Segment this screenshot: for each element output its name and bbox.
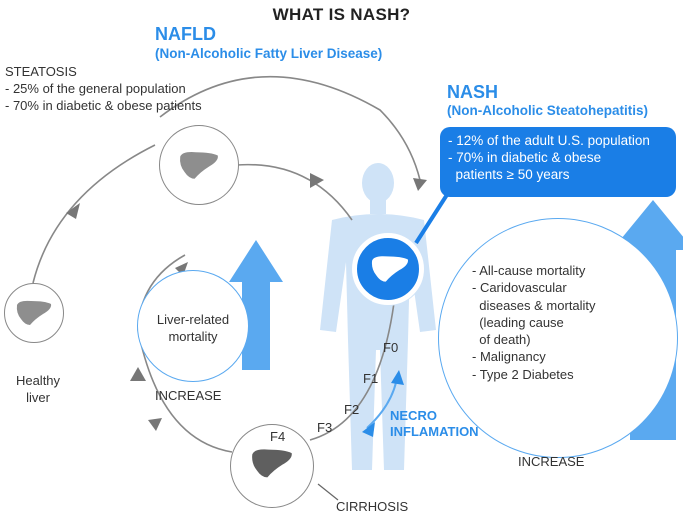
cycle-arrowhead [130, 367, 146, 381]
steatosis-line: - 70% in diabetic & obese patients [5, 98, 202, 113]
page-title: WHAT IS NASH? [272, 5, 411, 24]
nash-stat-line: - 70% in diabetic & obese [448, 150, 602, 165]
liver-icon [16, 300, 52, 325]
outcome-item: diseases & mortality [472, 297, 596, 313]
outcome-item: - All-cause mortality [472, 263, 586, 278]
liver-mortality-label-line: Liver-related [156, 312, 230, 327]
nafld-name: NAFLD [155, 24, 216, 44]
cycle-arc-nafld-top [159, 75, 421, 181]
cycle-arrowhead [310, 173, 324, 188]
stage-f3-label: F3 [317, 420, 333, 435]
cycle-arrowhead [413, 178, 427, 191]
liver-mortality-increase-label: INCREASE [155, 388, 222, 403]
stage-f4-label: F4 [270, 429, 286, 444]
necro-arrowhead-left [362, 422, 375, 437]
outcomes-list: - All-cause mortality - Caridovascular d… [472, 262, 596, 383]
cycle-arrowhead [66, 203, 80, 219]
healthy-liver-label: Healthy liver [8, 372, 68, 406]
cirrhosis-label: CIRRHOSIS [336, 499, 409, 514]
healthy-liver-label-line: liver [26, 390, 50, 405]
liver-mortality-label-line: mortality [168, 329, 218, 344]
nash-stats-box: - 12% of the adult U.S. population - 70%… [440, 127, 676, 197]
nash-link-line [414, 188, 452, 245]
stage-f2-label: F2 [344, 402, 360, 417]
necro-inflammation-label: NECRO INFLAMATION [390, 408, 479, 440]
outcome-item: - Caridovascular [472, 280, 567, 296]
outcome-item: (leading cause [472, 314, 564, 330]
cycle-arrowhead [148, 418, 162, 431]
stage-f1-label: F1 [363, 371, 379, 386]
liver-mortality-label: Liver-related mortality [138, 311, 248, 345]
outcome-item: of death) [472, 332, 531, 348]
healthy-liver-label-line: Healthy [15, 373, 61, 388]
liver-icon [371, 256, 408, 282]
stage-f0-label: F0 [383, 340, 399, 355]
outcomes-increase-label: INCREASE [518, 454, 585, 469]
outcome-item: - Type 2 Diabetes [472, 366, 574, 382]
liver-icon [252, 449, 292, 478]
nash-name: NASH [447, 82, 499, 102]
necro-arrowhead-up [391, 370, 404, 385]
cycle-arc-nash-to-cirrhosis [309, 294, 396, 441]
cycle-arrowhead [175, 262, 188, 276]
nash-stat-line: - 12% of the adult U.S. population [448, 133, 650, 148]
nash-stat-line: patients ≥ 50 years [448, 167, 570, 182]
steatosis-label: STEATOSIS [5, 64, 77, 79]
steatosis-block: STEATOSIS - 25% of the general populatio… [5, 63, 202, 114]
outcome-item: - Malignancy [472, 349, 546, 365]
cycle-arc-steatosis-to-nash [236, 163, 353, 221]
necro-label-line: INFLAMATION [390, 424, 479, 439]
cirrhosis-pointer-line [317, 483, 339, 501]
necro-label-line: NECRO [390, 408, 437, 423]
cycle-arc-healthy-to-steatosis [32, 144, 156, 284]
steatosis-line: - 25% of the general population [5, 81, 186, 96]
nafld-full-name: (Non-Alcoholic Fatty Liver Disease) [155, 46, 383, 61]
nash-full-name: (Non-Alcoholic Steatohepatitis) [447, 103, 649, 118]
outcomes-circle [438, 218, 678, 458]
liver-mortality-circle [137, 270, 249, 382]
liver-icon [180, 152, 218, 179]
